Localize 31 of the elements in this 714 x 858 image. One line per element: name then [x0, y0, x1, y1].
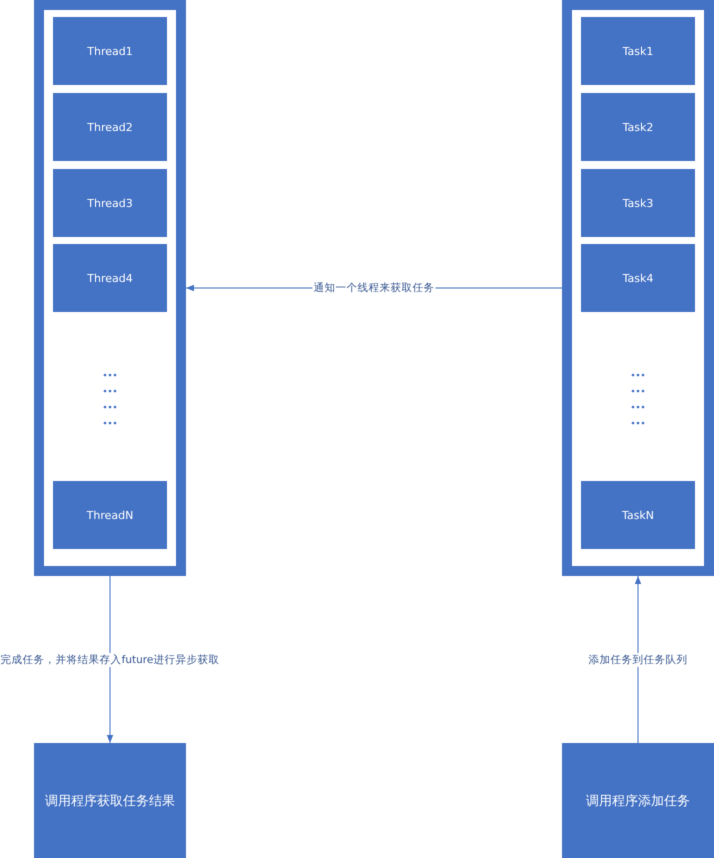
container-box [562, 0, 714, 576]
process-box [53, 17, 167, 85]
process-box [53, 93, 167, 161]
edge-label: 通知一个线程来获取任务 [312, 281, 436, 295]
process-box [562, 743, 714, 858]
box-label: 调用程序获取任务结果 [45, 792, 175, 810]
arrow [106, 576, 114, 744]
process-box [581, 169, 695, 237]
box-label: Thread3 [87, 196, 133, 210]
edge-label: 添加任务到任务队列 [588, 653, 688, 667]
process-box [53, 481, 167, 549]
edge-label: 完成任务，并将结果存入future进行异步获取 [0, 653, 220, 667]
container-box [34, 0, 186, 576]
box-label: Task3 [622, 196, 654, 210]
process-box [581, 17, 695, 85]
box-label: Thread2 [87, 120, 133, 134]
box-label: Task2 [622, 120, 654, 134]
process-box [581, 481, 695, 549]
box-label: Thread1 [87, 44, 133, 58]
box-label: TaskN [622, 508, 654, 522]
box-label: 调用程序添加任务 [586, 792, 690, 810]
arrow [634, 576, 642, 744]
process-box [53, 244, 167, 312]
box-label: ThreadN [86, 508, 134, 522]
process-box [581, 93, 695, 161]
process-box [581, 244, 695, 312]
box-label: Task4 [622, 272, 654, 284]
process-box [53, 169, 167, 237]
process-box [34, 743, 186, 858]
box-label: Thread4 [87, 272, 133, 284]
box-label: Task1 [622, 44, 654, 58]
